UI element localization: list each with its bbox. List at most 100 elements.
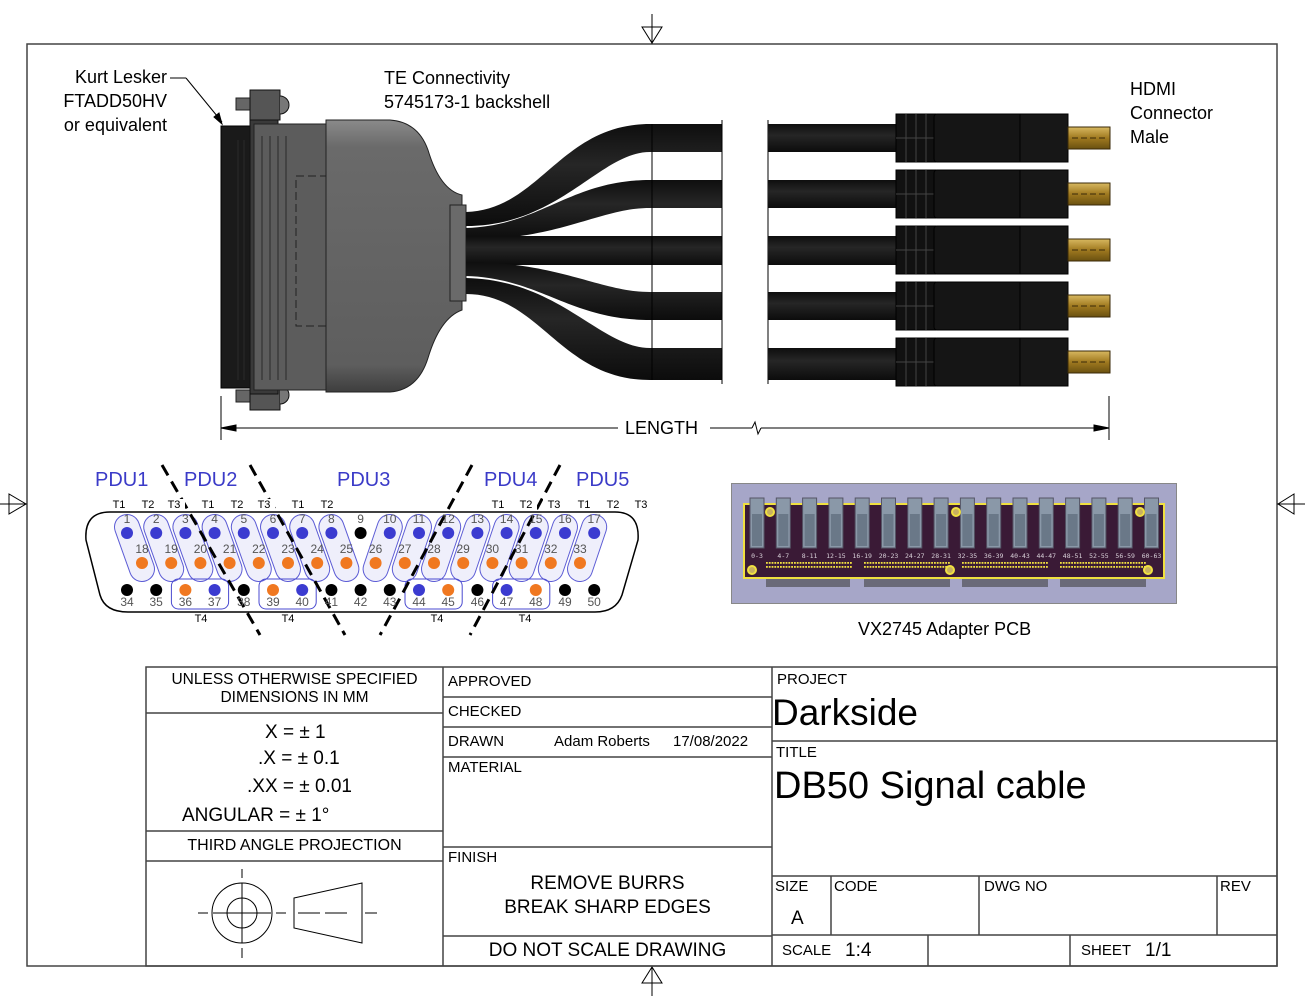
- pin-4: [208, 527, 221, 539]
- pcb-hdmi-socket: [881, 497, 896, 549]
- pin-group-label: T1: [487, 499, 509, 511]
- pin-number-label: 8: [328, 512, 335, 526]
- backshell: [325, 119, 463, 393]
- pcb-mounting-hole: [1143, 565, 1153, 575]
- finish-value: REMOVE BURRS BREAK SHARP EDGES: [443, 872, 772, 920]
- pcb-hdmi-socket: [775, 497, 791, 549]
- pin-number-label: 15: [529, 512, 543, 526]
- pcb-hdmi-socket: [1038, 497, 1054, 549]
- pin-number-label: 37: [207, 595, 222, 609]
- pin-number-label: 44: [412, 595, 426, 609]
- centering-mark-bottom: [641, 966, 663, 996]
- pin-number-label: 2: [152, 512, 160, 526]
- pdu-label-5: PDU5: [576, 469, 630, 491]
- dwg-no-label: DWG NO: [984, 878, 1048, 895]
- pcb-hdmi-socket: [959, 497, 975, 549]
- title-value: DB50 Signal cable: [774, 765, 1087, 807]
- pcb-channel-label: 52-55: [1089, 552, 1109, 560]
- scale-value: 1:4: [845, 940, 872, 961]
- pcb-hdmi-socket: [1117, 497, 1133, 549]
- do-not-scale-note: DO NOT SCALE DRAWING: [488, 940, 727, 961]
- pcb-edge-connector: [766, 579, 850, 587]
- pin-20: [194, 557, 207, 569]
- pin-18: [136, 557, 148, 569]
- pcb-channel-label: 60-63: [1142, 552, 1162, 560]
- pin-group-label: T3: [630, 499, 652, 511]
- size-value: A: [791, 908, 804, 929]
- dsub-callout-line-1: Kurt Lesker: [74, 67, 167, 87]
- t4-group-label: T4: [194, 613, 208, 625]
- drawn-label: DRAWN: [448, 733, 505, 750]
- pin-group-label: T2: [316, 499, 338, 511]
- tolerance-header: UNLESS OTHERWISE SPECIFIED DIMENSIONS IN…: [146, 671, 443, 707]
- pcb-channel-label: 8-11: [802, 552, 818, 560]
- dsub-pin-array: [237, 136, 287, 380]
- pin-36: [179, 584, 192, 596]
- pcb-hdmi-socket: [854, 497, 870, 549]
- pin-number-label: 1: [123, 512, 131, 526]
- pdu-label-2: PDU2: [184, 469, 238, 491]
- pin-number-label: 47: [499, 595, 514, 609]
- cables: [466, 120, 898, 384]
- pcb-header-pads: [864, 562, 950, 568]
- pin-number-label: 22: [252, 542, 266, 556]
- pin-41: [325, 584, 338, 596]
- pin-number-label: 25: [339, 542, 354, 556]
- pin-number-label: 6: [269, 512, 277, 526]
- pin-7: [296, 527, 309, 539]
- pin-group-label: T2: [226, 499, 248, 511]
- pin-17: [588, 527, 601, 539]
- length-dimension-label: LENGTH: [622, 416, 702, 440]
- pcb-mounting-hole: [765, 507, 775, 517]
- pcb-channel-label: 32-35: [958, 552, 978, 560]
- hdmi-callout: HDMI Connector Male: [1130, 77, 1213, 149]
- pin-28: [428, 557, 440, 569]
- pcb-hdmi-socket: [933, 497, 949, 549]
- pcb-channel-label: 48-51: [1063, 552, 1083, 560]
- pcb-hdmi-socket: [1065, 497, 1081, 549]
- pin-number-label: 30: [485, 542, 500, 556]
- pin-29: [457, 557, 470, 569]
- pin-number-label: 7: [298, 512, 306, 526]
- pcb-board: 0-3 4-7 8-11 12-15 16-19 20-23 24-27 28-…: [743, 497, 1165, 587]
- pin-number-label: 11: [412, 512, 426, 526]
- backshell-callout-line-1: TE Connectivity: [384, 68, 511, 88]
- pin-1: [121, 527, 133, 539]
- pin-number-label: 45: [441, 595, 455, 609]
- pin-number-label: 9: [357, 512, 364, 526]
- pin-10: [383, 527, 396, 539]
- centering-mark-right: [1277, 493, 1305, 515]
- pcb-channel-label: 56-59: [1115, 552, 1135, 560]
- pin-number-label: 16: [558, 512, 572, 526]
- dsub-callout-line-2: FTADD50HV: [63, 91, 167, 111]
- pin-number-label: 17: [587, 512, 601, 526]
- pin-15: [529, 527, 542, 539]
- pin-group-label: T1: [287, 499, 309, 511]
- dsub-callout: Kurt Lesker FTADD50HV or equivalent: [49, 65, 167, 137]
- pin-group-label: T3: [253, 499, 275, 511]
- length-dimension: [220, 396, 1110, 440]
- t4-pin-group: [170, 578, 230, 610]
- project-value: Darkside: [772, 692, 918, 733]
- tolerance-dot-xx: .XX = ± 0.01: [247, 776, 352, 797]
- drawn-date-value: 17/08/2022: [673, 733, 749, 750]
- cable-3: [466, 236, 722, 265]
- pin-24: [311, 557, 324, 569]
- pcb-hdmi-socket: [749, 497, 765, 549]
- pin-34: [121, 584, 133, 596]
- pin-38: [237, 584, 250, 596]
- pin-number-label: 29: [456, 542, 470, 556]
- pin-number-label: 21: [222, 542, 237, 556]
- pcb-channel-label: 4-7: [777, 552, 789, 560]
- tolerance-header-line-2: DIMENSIONS IN MM: [220, 689, 369, 706]
- t4-group-label: T4: [281, 613, 295, 625]
- pin-6: [267, 527, 279, 539]
- pin-21: [223, 557, 236, 569]
- tolerance-x: X = ± 1: [265, 722, 326, 743]
- pin-number-label: 14: [499, 512, 514, 526]
- pcb-channel-label: 36-39: [984, 552, 1004, 560]
- pin-25: [340, 557, 353, 569]
- pcb-hdmi-socket: [828, 497, 844, 549]
- pcb-header-pads: [766, 562, 852, 568]
- tolerance-angular: ANGULAR = ± 1°: [182, 805, 330, 826]
